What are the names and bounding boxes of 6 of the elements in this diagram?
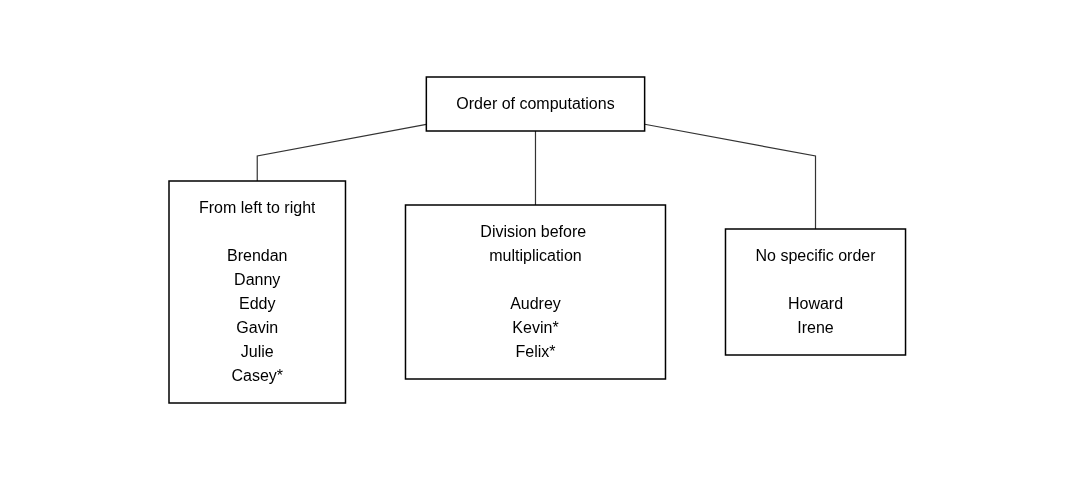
node-box: Division before multiplication Audrey Kevin* Felix* bbox=[404, 203, 666, 380]
node-box: No specific order Howard Irene bbox=[724, 227, 906, 356]
node-box: From left to right Brendan Danny Eddy Gavin Julie Casey* bbox=[168, 179, 346, 404]
node-box: Order of computations bbox=[425, 75, 646, 132]
connector bbox=[256, 123, 427, 182]
connector bbox=[534, 129, 536, 206]
